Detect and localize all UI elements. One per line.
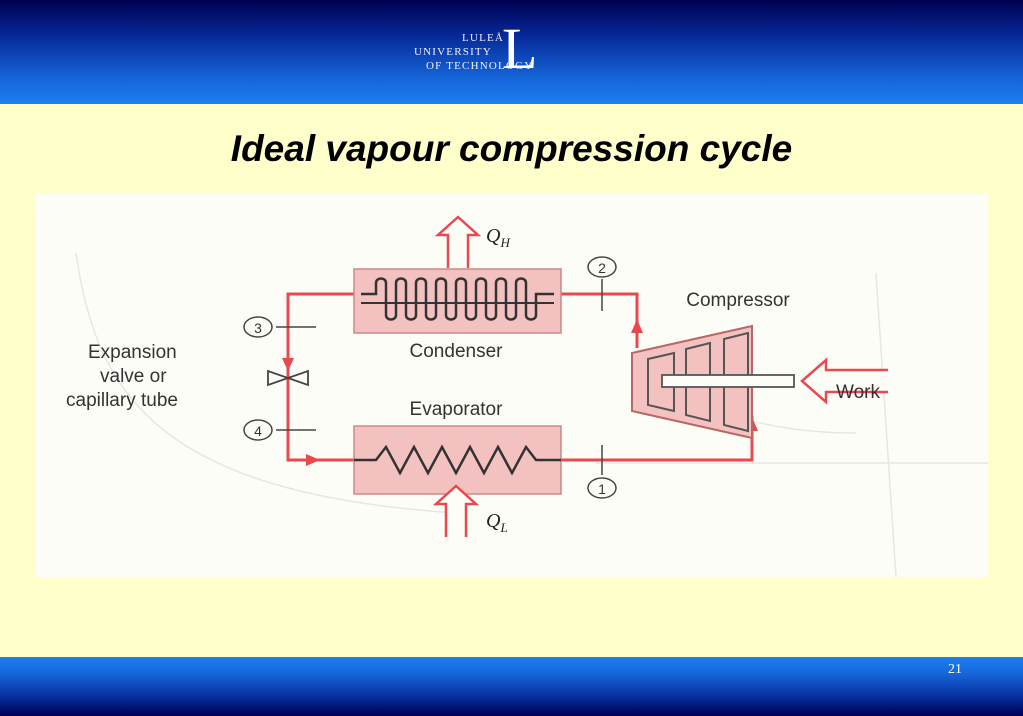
condenser-coil	[361, 277, 554, 321]
state-marker-4: 4	[243, 419, 316, 441]
qh-q: Q	[486, 225, 501, 247]
ql-q: Q	[486, 510, 501, 532]
expansion-label-line-2: valve or	[100, 366, 167, 387]
work-label: Work	[836, 382, 880, 403]
flow-arrow-down	[282, 358, 294, 371]
page-number: 21	[948, 662, 962, 677]
logo-mark: L	[502, 16, 538, 81]
evaporator-label: Evaporator	[410, 399, 504, 420]
state-marker-3: 3	[243, 316, 316, 338]
work-input-arrow	[800, 357, 888, 405]
faded-background-lines	[75, 252, 988, 577]
flow-arrow-up-left	[631, 319, 643, 333]
header-bar	[0, 0, 1023, 104]
slide-title: Ideal vapour compression cycle	[230, 128, 793, 169]
state-marker-1: 1	[587, 445, 617, 499]
state-2-number: 2	[598, 260, 606, 276]
evaporator-box	[353, 425, 562, 495]
logo-line-1: LULEÅ	[462, 32, 505, 44]
qh-sub: H	[499, 235, 510, 250]
state-marker-2: 2	[587, 256, 617, 311]
pipe-left-loop	[286, 292, 354, 462]
university-logo: LULEÅ UNIVERSITY OF TECHNOLOGY L	[400, 20, 560, 96]
state-1-number: 1	[598, 481, 606, 497]
qh-symbol: QH	[486, 225, 510, 250]
condenser-label: Condenser	[410, 341, 504, 362]
heat-out-arrow	[434, 215, 482, 268]
compressor-stage-1	[647, 351, 675, 413]
expansion-label-line-1: Expansion	[88, 342, 177, 363]
state-4-number: 4	[254, 423, 262, 439]
footer-bar	[0, 657, 1023, 716]
logo-line-2: UNIVERSITY	[414, 46, 492, 58]
refrigeration-cycle-diagram: Condenser Evaporator QH QL Compressor Wo…	[36, 193, 988, 577]
heat-in-arrow	[432, 484, 480, 537]
expansion-valve-symbol	[267, 369, 309, 387]
flow-arrow-right	[306, 454, 320, 466]
ql-symbol: QL	[486, 510, 508, 535]
evaporator-coil	[354, 444, 561, 476]
logo-line-3: OF TECHNOLOGY	[426, 60, 534, 72]
compressor-label: Compressor	[686, 290, 790, 311]
state-3-number: 3	[254, 320, 262, 336]
ql-sub: L	[499, 520, 507, 535]
compressor-shaft	[661, 374, 795, 388]
expansion-label-line-3: capillary tube	[66, 390, 178, 411]
